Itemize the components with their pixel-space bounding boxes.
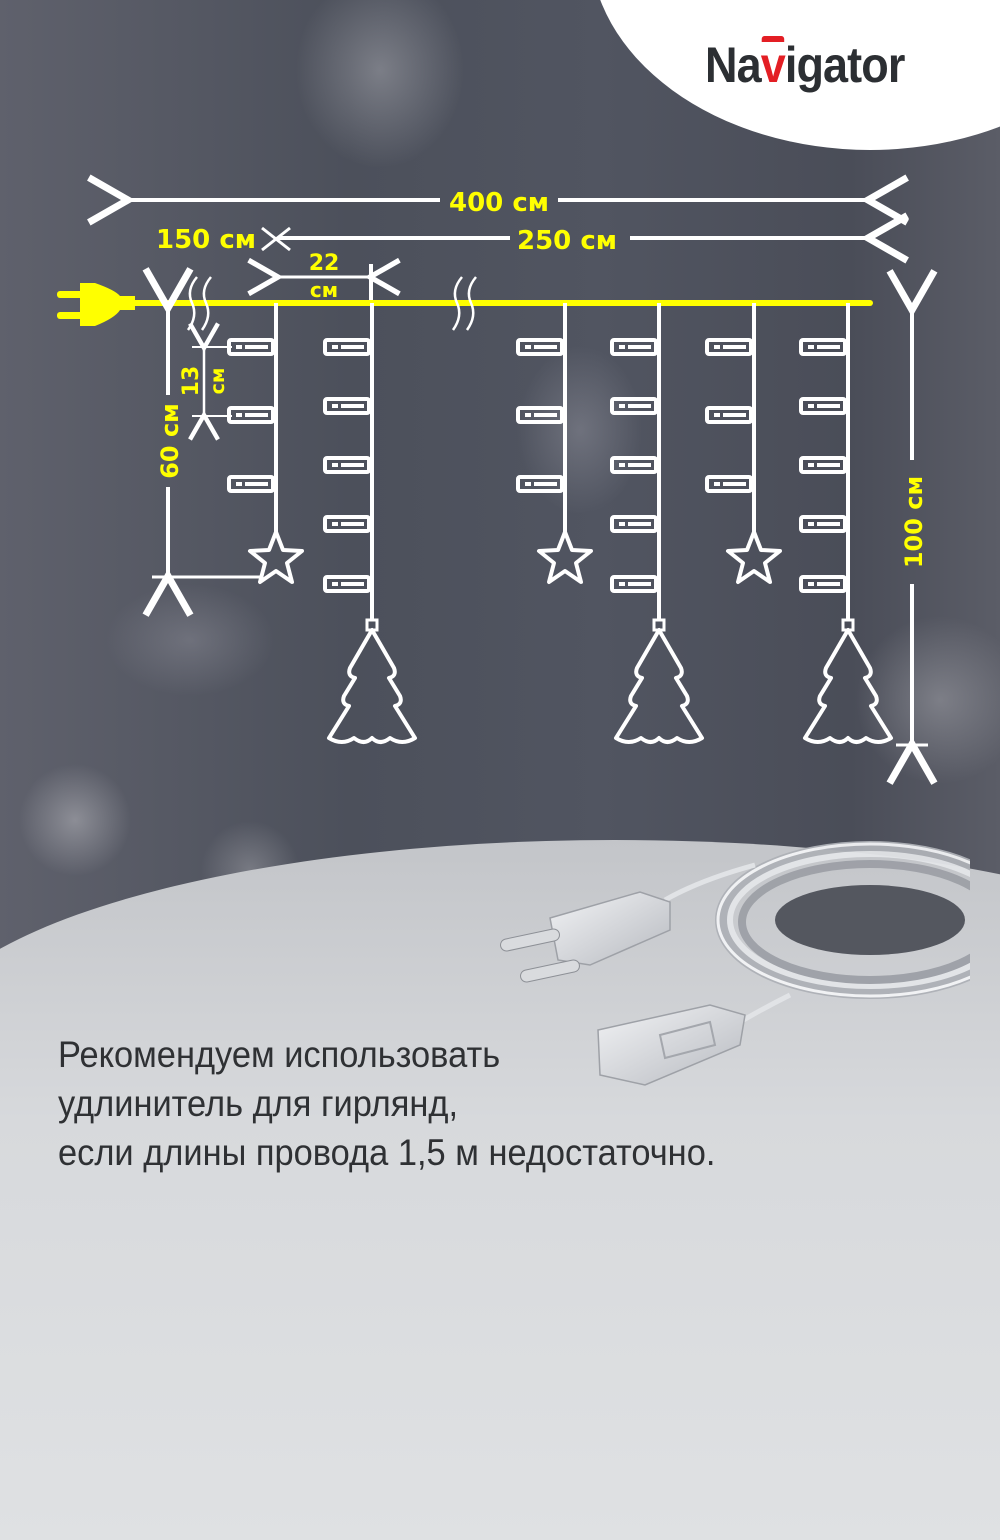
svg-text:100 см: 100 см xyxy=(900,476,928,568)
tree-pendant xyxy=(327,618,417,744)
svg-text:см: см xyxy=(310,278,338,302)
svg-text:22: 22 xyxy=(309,251,340,276)
plug-image xyxy=(500,891,671,983)
string-short-2 xyxy=(516,303,593,584)
recommendation-line-2: удлинитель для гирлянд, xyxy=(58,1083,459,1124)
string-long-2 xyxy=(610,303,704,744)
dimension-400: 400 см xyxy=(128,188,868,218)
string-long-1 xyxy=(323,303,417,744)
string-long-3 xyxy=(799,303,893,744)
recommendation-line-3: если длины провода 1,5 м недостаточно. xyxy=(58,1132,716,1173)
dimension-22: 22 см xyxy=(278,251,371,302)
recommendation-line-1: Рекомендуем использовать xyxy=(58,1034,501,1075)
svg-text:150 см: 150 см xyxy=(156,225,256,255)
svg-text:60 см: 60 см xyxy=(156,403,184,479)
garland-dimension-diagram: 400 см 150 см 250 см 22 см xyxy=(57,0,1000,800)
dimension-150-250: 150 см 250 см xyxy=(156,225,868,256)
svg-text:13: 13 xyxy=(179,366,204,397)
string-short-1 xyxy=(227,303,304,584)
recommendation-text: Рекомендуем использовать удлинитель для … xyxy=(58,1030,715,1177)
dimension-13: 13 см xyxy=(179,347,232,416)
svg-text:400 см: 400 см xyxy=(449,188,549,218)
star-pendant xyxy=(248,530,304,584)
logo-accent-v: v xyxy=(760,37,786,93)
svg-text:250 см: 250 см xyxy=(517,226,617,256)
extension-cord-image xyxy=(500,841,970,1086)
string-short-3 xyxy=(705,303,782,584)
wire-break-right xyxy=(451,276,477,331)
socket-image xyxy=(597,1004,746,1086)
navigator-logo: Navigator xyxy=(705,37,905,93)
plug-icon xyxy=(57,283,135,326)
dimension-100: 100 см xyxy=(896,310,928,745)
svg-text:см: см xyxy=(207,368,229,395)
dimension-60: 60 см xyxy=(152,308,262,577)
